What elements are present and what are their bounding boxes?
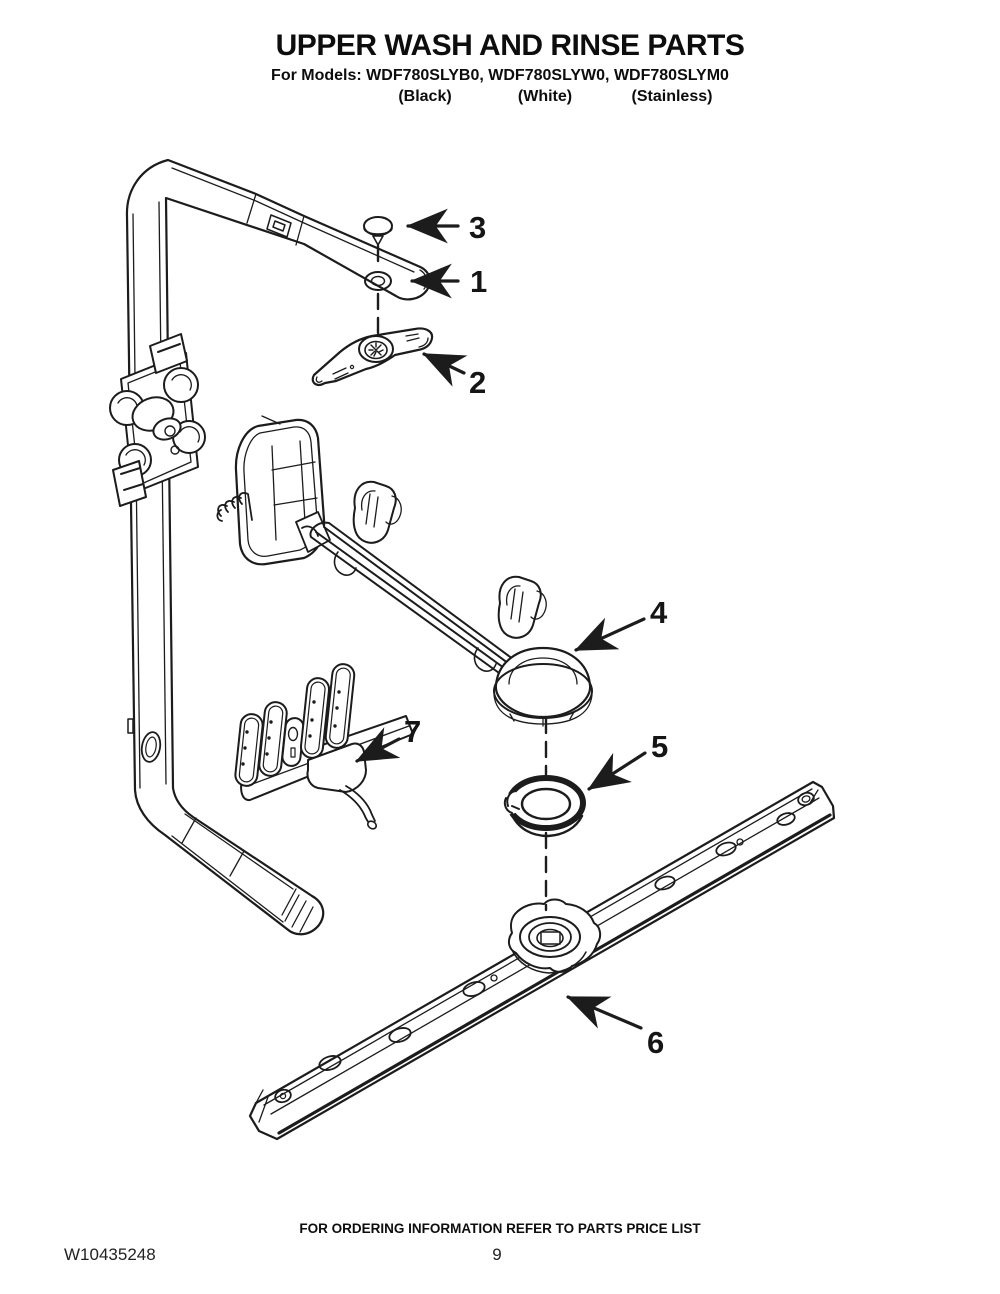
tine-loop-inner [238, 717, 260, 783]
delivery-tube [309, 521, 522, 679]
callout-1: 1 [410, 263, 487, 299]
clamp-ring-part-5 [503, 775, 586, 838]
callout-7: 7 [355, 714, 421, 763]
finish-white: (White) [517, 88, 573, 105]
arm-clip-detail [127, 214, 292, 734]
callout-6: 6 [566, 995, 664, 1060]
tube-oval-hole-inner [145, 736, 157, 758]
ring-gap-hook [503, 790, 520, 814]
tube-end-hole [364, 271, 392, 291]
callout-number: 5 [651, 729, 668, 764]
arm-hub-mid [528, 922, 572, 952]
page-title: UPPER WASH AND RINSE PARTS [275, 29, 745, 62]
spray-hole [318, 1055, 342, 1071]
arm-hub-inner [536, 928, 564, 948]
tube-clip-b-detail [505, 585, 547, 623]
arm-end-screw-right-inner [801, 795, 811, 803]
tine-loop [299, 677, 331, 759]
callout-arrow [422, 352, 468, 387]
arm-end-screw-left-center [279, 1092, 287, 1100]
spray-hole [462, 981, 486, 997]
bracket-hole [170, 445, 180, 455]
bracket-roller [163, 367, 199, 403]
models-line: For Models: WDF780SLYB0, WDF780SLYW0, WD… [271, 67, 729, 84]
spray-arm-2-hub-inner [364, 340, 388, 360]
tine-wire-tip [367, 820, 377, 830]
spray-pinhole [490, 974, 498, 982]
ordering-note: FOR ORDERING INFORMATION REFER TO PARTS … [299, 1221, 701, 1236]
dome-details [493, 657, 593, 727]
spray-pinhole [736, 838, 744, 846]
spray-hole [715, 841, 737, 857]
callout-arrow [355, 727, 401, 763]
callout-arrow [566, 995, 643, 1030]
document-number: W10435248 [64, 1245, 156, 1264]
callout-5: 5 [587, 729, 668, 791]
arm-hub-slot [511, 931, 587, 974]
mid-spray-arm-part-2 [311, 327, 434, 386]
feed-tube-assembly-part-4 [216, 415, 593, 727]
callout-arrow [574, 617, 646, 652]
ring-outer [506, 775, 586, 831]
callout-number: 6 [647, 1025, 664, 1060]
tube-clip-a-detail [360, 490, 402, 528]
spray-hole [654, 875, 676, 891]
bracket-lower-hook [112, 460, 147, 507]
finish-stainless: (Stainless) [631, 88, 713, 105]
tine-tab-slot [290, 747, 296, 758]
tine-loop [324, 663, 356, 749]
spray-hole [388, 1027, 412, 1043]
spray-arm-6-bottom-edge [277, 813, 832, 1135]
tube-oval-hole [140, 731, 162, 763]
tine-dots [241, 690, 341, 766]
page-number: 9 [492, 1245, 502, 1264]
cap-top [363, 216, 393, 236]
tube-hook-tabs [333, 551, 497, 672]
spray-arm-2-hub-cross [368, 342, 384, 357]
callout-number: 1 [470, 264, 487, 299]
assembly-dashed-axis [376, 244, 548, 912]
tine-loops [234, 663, 356, 787]
bracket-roller-rims [117, 374, 200, 466]
cap-lip-and-stem [363, 227, 393, 246]
tine-tab-hole [287, 726, 299, 742]
callout-number: 7 [404, 714, 421, 749]
callout-number: 3 [469, 210, 486, 245]
cap-part-3 [363, 216, 393, 246]
tine-loop-inner [304, 681, 326, 755]
spray-arm-2-dot [349, 364, 355, 370]
spray-arm-2-details [315, 333, 429, 383]
arm-end-screw-right [797, 791, 815, 807]
ring-lower-band [509, 811, 584, 838]
finish-black: (Black) [398, 88, 452, 105]
callout-number: 2 [469, 365, 486, 400]
bracket-boss-hole [164, 425, 176, 437]
bracket-top-hook [149, 333, 188, 374]
tube-mount-bracket [109, 333, 206, 507]
spray-hole [776, 812, 796, 826]
tube-end-hole-inner [370, 275, 386, 287]
duct-housing-inner [243, 415, 318, 557]
coil-hose-stub [216, 492, 253, 522]
callout-2: 2 [422, 352, 486, 400]
callout-number: 4 [650, 595, 668, 630]
tine-loop-inner [329, 667, 351, 745]
callout-4: 4 [574, 595, 668, 652]
tine-loop-inner [262, 705, 284, 773]
callout-arrow [587, 751, 647, 791]
callout-3: 3 [406, 208, 486, 245]
lower-spray-arm-part-6 [248, 780, 836, 1141]
ring-inner [520, 787, 572, 821]
arm-end-screw-left [274, 1088, 292, 1104]
